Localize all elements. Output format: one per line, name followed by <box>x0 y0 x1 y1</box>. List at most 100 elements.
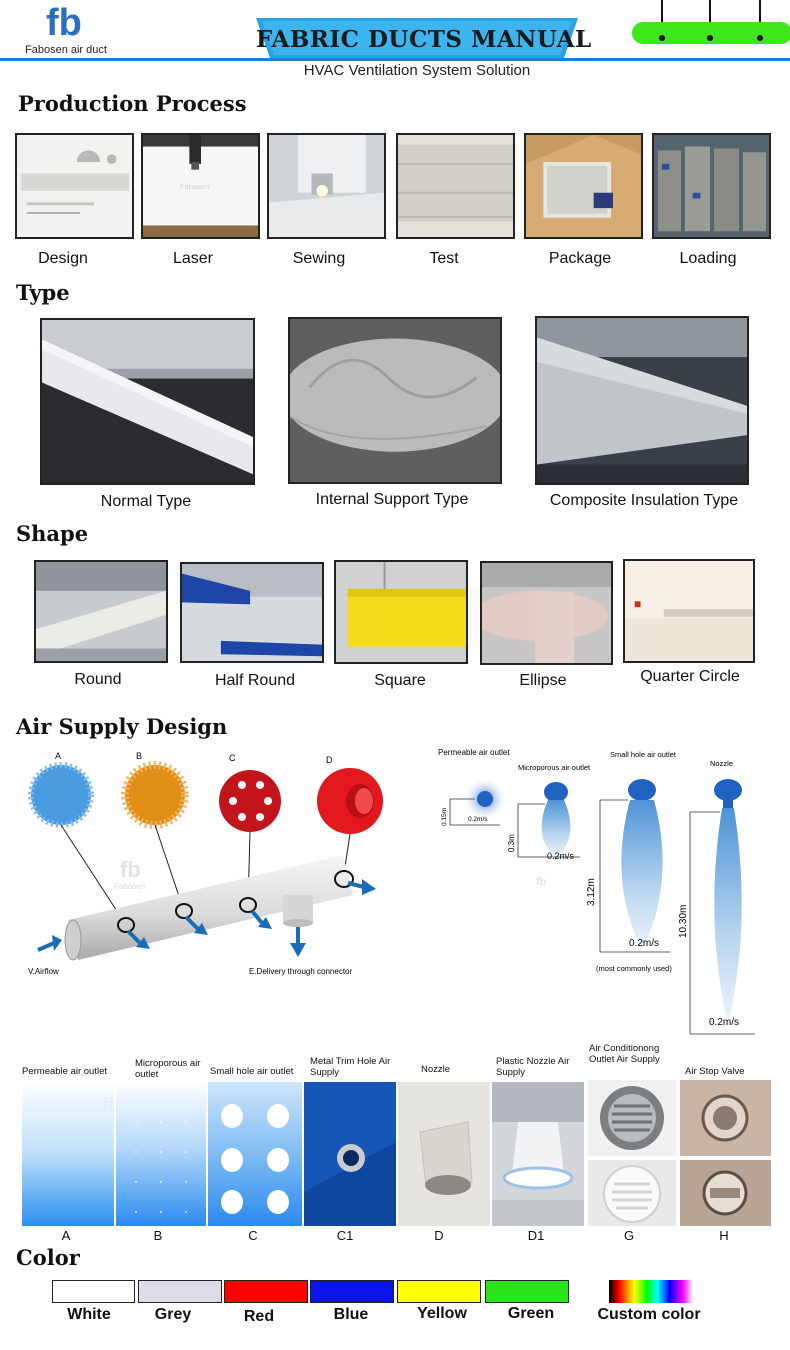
product-letter-b: B <box>153 1228 163 1243</box>
photo-shape-round <box>34 560 168 663</box>
swatch-label-blue: Blue <box>333 1306 369 1323</box>
permeable-height: 0.15m <box>441 808 448 826</box>
photo-package <box>524 133 643 239</box>
outlet-letter-d: D <box>326 755 333 765</box>
header-divider <box>0 58 790 61</box>
swatch-label-grey: Grey <box>154 1306 192 1323</box>
swatch-yellow <box>397 1280 481 1303</box>
section-title-production: Production Process <box>18 91 247 116</box>
diagram-watermark-text: Fabosen <box>114 882 145 891</box>
product-panel-ac-outlet-round <box>588 1080 676 1156</box>
nozzle-speed: 0.2m/s <box>709 1017 739 1028</box>
swatch-red <box>224 1280 308 1303</box>
throw-label-microporous: Microporous air outlet <box>518 763 591 772</box>
photo-internal-support-type <box>288 317 502 484</box>
small-hole-note: (most commonly used) <box>596 964 672 973</box>
svg-text:fb: fb <box>102 1095 114 1117</box>
product-title-microporous: Microporous air outlet <box>135 1058 201 1080</box>
logo-letters: fb <box>46 2 82 42</box>
product-panel-air-stop-valve-1 <box>680 1080 771 1156</box>
small-hole-speed: 0.2m/s <box>629 938 659 949</box>
section-title-type: Type <box>16 280 70 305</box>
throw-label-small-hole: Small hole air outlet <box>610 750 677 759</box>
section-title-shape: Shape <box>16 521 89 546</box>
photo-design <box>15 133 134 239</box>
swatch-label-red: Red <box>243 1308 275 1325</box>
photo-composite-insulation-type <box>535 316 749 485</box>
air-outlet-diagram: A B C D fb Fabosen V.Airflow E.De <box>28 751 383 976</box>
product-panel-metal-trim <box>304 1082 396 1226</box>
photo-shape-half-round <box>180 562 324 663</box>
product-title-metal-trim: Metal Trim Hole Air Supply <box>310 1056 391 1078</box>
photo-sewing <box>267 133 386 239</box>
step-label-laser: Laser <box>172 250 214 267</box>
throw-label-permeable: Permeable air outlet <box>438 748 510 757</box>
product-letter-h: H <box>719 1228 729 1243</box>
nozzle-air-plume <box>714 808 742 1024</box>
photo-normal-type <box>40 318 255 485</box>
microporous-speed: 0.2m/s <box>547 851 575 861</box>
brand-logo-icon: fb <box>46 2 82 42</box>
product-panel-small-hole <box>208 1082 302 1226</box>
product-panel-microporous <box>116 1082 206 1226</box>
nozzle-height: 10.30m <box>678 905 689 938</box>
product-panel-plastic-nozzle <box>492 1082 584 1226</box>
step-label-test: Test <box>429 250 459 267</box>
microporous-air-plume <box>541 800 571 858</box>
product-letter-g: G <box>623 1228 635 1243</box>
outlet-letter-c: C <box>229 753 236 763</box>
shape-label-square: Square <box>374 672 426 689</box>
product-panel-nozzle <box>398 1082 490 1226</box>
swatch-label-yellow: Yellow <box>417 1305 467 1322</box>
type-label-composite-insulation: Composite Insulation Type <box>549 492 739 509</box>
small-hole-fabric-swatch <box>219 770 281 832</box>
step-label-design: Design <box>38 250 88 267</box>
type-label-normal: Normal Type <box>100 493 192 510</box>
svg-text:fb: fb <box>536 876 547 888</box>
product-title-small-hole: Small hole air outlet <box>210 1066 294 1077</box>
product-letter-a: A <box>61 1228 71 1243</box>
logo-text: Fabosen air duct <box>25 44 107 56</box>
shape-label-half-round: Half Round <box>214 672 296 689</box>
product-panel-permeable: fb <box>22 1082 114 1226</box>
shape-label-round: Round <box>74 671 122 688</box>
section-title-color: Color <box>16 1245 80 1270</box>
photo-watermark: Fabosen <box>180 182 210 191</box>
product-title-ac-outlet: Air Conditionong Outlet Air Supply <box>589 1043 660 1065</box>
photo-test <box>396 133 515 239</box>
product-title-nozzle: Nozzle <box>421 1064 451 1075</box>
step-label-package: Package <box>548 250 612 267</box>
swatch-label-white: White <box>67 1306 111 1323</box>
microporous-height: 0.3m <box>507 834 516 852</box>
product-title-permeable: Permeable air outlet <box>22 1066 108 1077</box>
shape-label-quarter-circle: Quarter Circle <box>640 668 740 685</box>
step-label-loading: Loading <box>679 250 737 267</box>
small-hole-height: 3.12m <box>586 878 597 906</box>
product-letter-d: D <box>434 1228 444 1243</box>
swatch-white <box>52 1280 135 1303</box>
small-hole-air-plume <box>621 800 663 950</box>
connector-label: E.Delivery through connector <box>249 967 353 976</box>
photo-shape-quarter-circle <box>623 559 755 663</box>
permeable-speed: 0.2m/s <box>468 816 488 823</box>
fabric-duct-pipe <box>68 855 353 960</box>
product-letter-d1: D1 <box>527 1228 545 1243</box>
photo-shape-ellipse <box>480 561 613 665</box>
swatch-label-green: Green <box>507 1305 555 1322</box>
permeable-fabric-swatch <box>31 765 91 825</box>
swatch-grey <box>138 1280 222 1303</box>
type-label-internal-support: Internal Support Type <box>315 491 469 508</box>
diagram-watermark-logo: fb <box>120 857 141 882</box>
microporous-fabric-swatch <box>125 765 185 825</box>
swatch-green <box>485 1280 569 1303</box>
pendant-lamp-icon <box>632 0 790 44</box>
swatch-blue <box>310 1280 394 1303</box>
shape-label-ellipse: Ellipse <box>519 672 567 689</box>
airflow-label: V.Airflow <box>28 967 59 976</box>
outlet-letter-a: A <box>55 751 61 761</box>
photo-loading <box>652 133 771 239</box>
manual-title: FABRIC DUCTS MANUAL <box>256 26 592 53</box>
step-label-sewing: Sewing <box>292 250 346 267</box>
air-throw-chart: Permeable air outlet Microporous air out… <box>438 748 755 1035</box>
product-title-air-stop-valve: Air Stop Valve <box>685 1066 745 1077</box>
